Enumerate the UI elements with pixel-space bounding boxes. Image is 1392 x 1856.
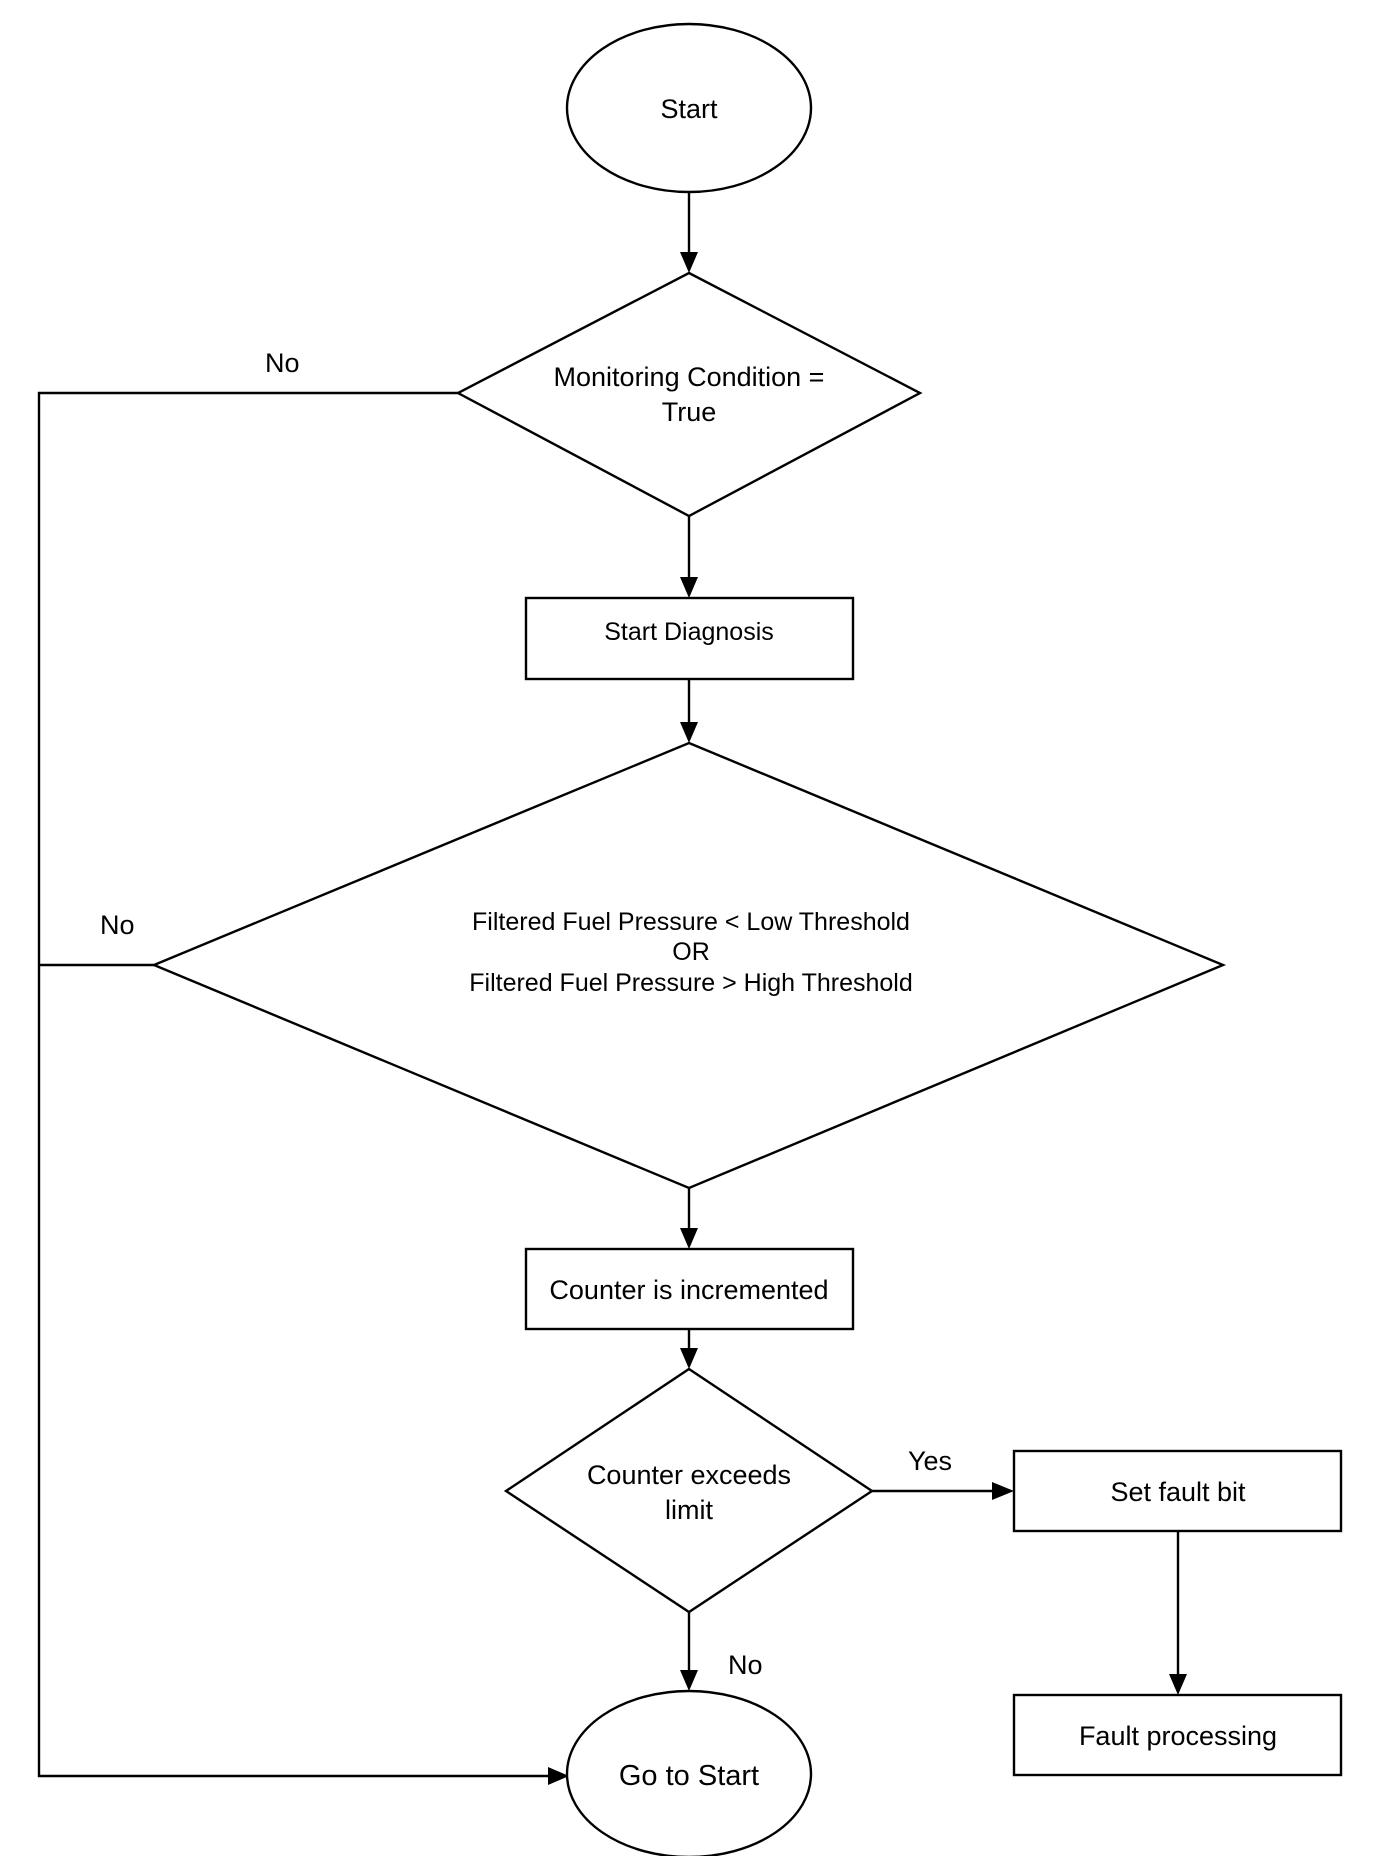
counter-incremented-box: Counter is incremented (524, 1247, 855, 1331)
arrowhead (680, 722, 698, 743)
arrowhead (680, 252, 698, 273)
no-label-pressure: No (100, 910, 135, 940)
pressure-label-line-1: Filtered Fuel Pressure < Low Threshold (472, 908, 910, 936)
counter-exceeds-line-1: Counter exceeds (587, 1460, 791, 1490)
pressure-label-line-3: Filtered Fuel Pressure > High Threshold (469, 969, 913, 997)
start-label: Start (660, 94, 718, 124)
arrowhead (992, 1482, 1014, 1500)
no-label-monitoring: No (265, 348, 300, 378)
monitoring-label-line-1: Monitoring Condition = (554, 362, 825, 392)
start-diagnosis-label: Start Diagnosis (604, 618, 774, 646)
arrowhead (680, 577, 698, 598)
counter-decision: Counter exceeds limit (503, 1367, 875, 1614)
arrowhead (680, 1228, 698, 1249)
edge-labels: No No Yes No (100, 348, 952, 1680)
go-to-start-node: Go to Start (565, 1689, 813, 1856)
arrowhead (680, 1348, 698, 1369)
yes-label-counter: Yes (908, 1446, 952, 1476)
edge-monitoring-no-loop (37, 391, 550, 1778)
pressure-decision: Filtered Fuel Pressure < Low Threshold O… (150, 741, 1227, 1190)
start-node: Start (565, 22, 813, 194)
pressure-label-line-2: OR (672, 938, 710, 966)
go-to-start-label: Go to Start (619, 1760, 759, 1792)
no-label-counter: No (728, 1650, 763, 1680)
connectors (37, 192, 1187, 1785)
start-diagnosis-box: Start Diagnosis (524, 596, 855, 681)
counter-incremented-label: Counter is incremented (549, 1275, 828, 1305)
arrowhead (680, 1670, 698, 1691)
arrowhead (548, 1767, 569, 1785)
set-fault-bit-label: Set fault bit (1110, 1477, 1246, 1507)
set-fault-bit-box: Set fault bit (1012, 1449, 1343, 1533)
fault-processing-box: Fault processing (1012, 1693, 1343, 1777)
monitoring-decision: Monitoring Condition = True (455, 271, 923, 518)
monitoring-label-line-2: True (662, 397, 717, 427)
counter-exceeds-line-2: limit (665, 1495, 713, 1525)
arrowhead (1169, 1674, 1187, 1695)
fault-processing-label: Fault processing (1079, 1721, 1277, 1751)
